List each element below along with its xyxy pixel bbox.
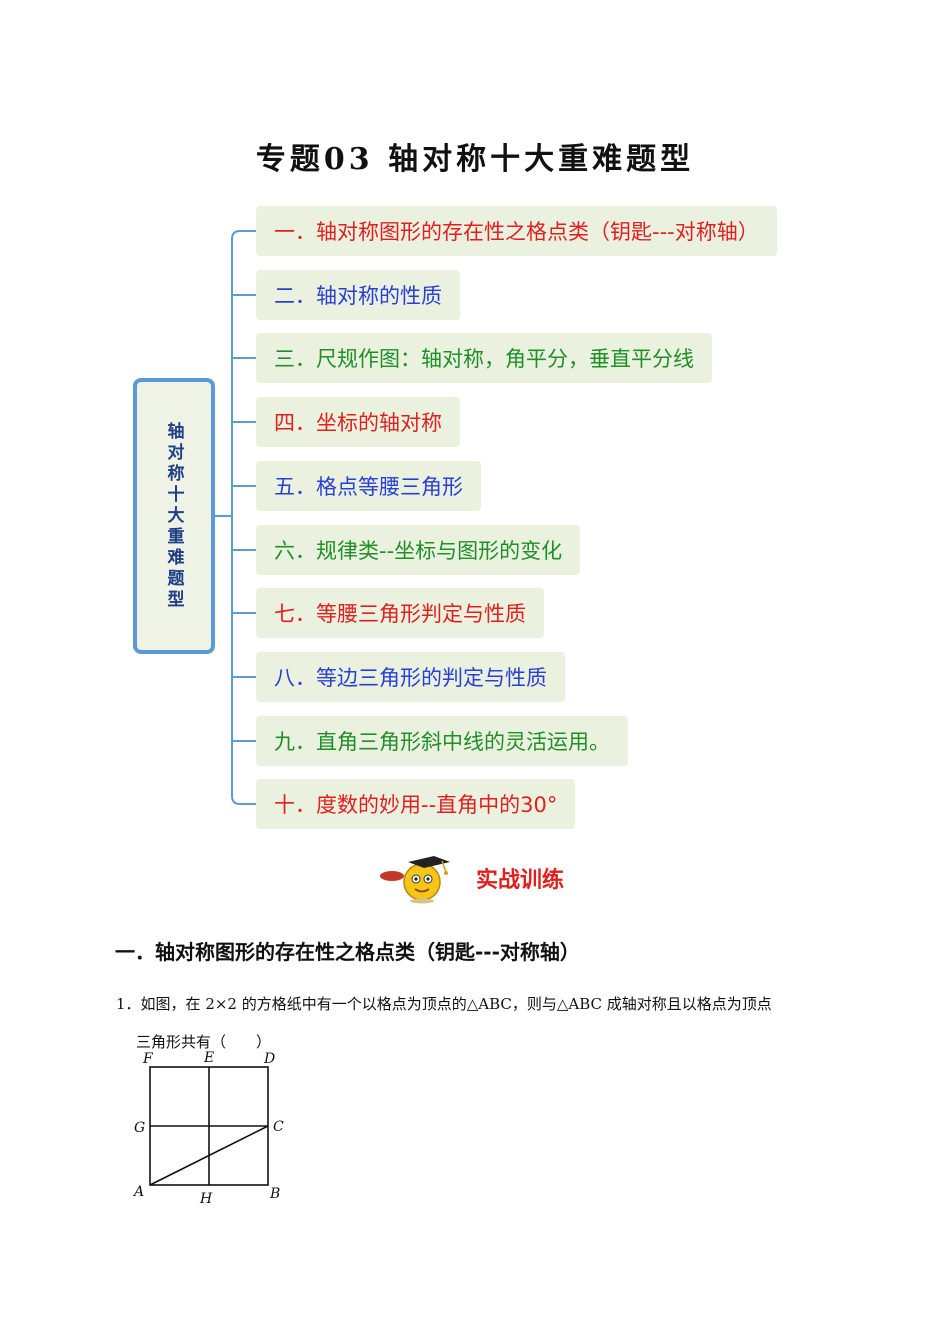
point-label-g: G (134, 1120, 145, 1136)
mindmap-node-label: 七．等腰三角形判定与性质 (274, 602, 526, 626)
mindmap-node-label: 二．轴对称的性质 (274, 284, 442, 308)
mindmap-node-label: 十．度数的妙用--直角中的30° (274, 793, 558, 817)
mindmap-node-1: 一．轴对称图形的存在性之格点类（钥匙---对称轴） (256, 206, 777, 256)
mindmap-root: 轴对称十大重难题型 (133, 378, 215, 654)
mindmap-node-label: 八．等边三角形的判定与性质 (274, 666, 547, 690)
training-banner: 实战训练 (378, 852, 564, 904)
mindmap-node-label: 三．尺规作图：轴对称，角平分，垂直平分线 (274, 347, 694, 371)
mindmap-node-label: 四．坐标的轴对称 (274, 411, 442, 435)
question-line-1: 1．如图，在 2×2 的方格纸中有一个以格点为顶点的△ABC，则与△ABC 成轴… (116, 985, 856, 1023)
question-number: 1． (116, 995, 141, 1013)
point-label-e: E (203, 1050, 214, 1066)
page-title: 专题03 轴对称十大重难题型 (255, 142, 695, 177)
question-stem: 如图，在 2×2 的方格纸中有一个以格点为顶点的△ABC，则与△ABC 成轴对称… (140, 995, 772, 1013)
mindmap-node-label: 六．规律类--坐标与图形的变化 (274, 539, 563, 563)
point-label-c: C (273, 1119, 284, 1135)
mindmap-node-3: 三．尺规作图：轴对称，角平分，垂直平分线 (256, 333, 712, 383)
mindmap-node-6: 六．规律类--坐标与图形的变化 (256, 525, 581, 575)
connector-branch (231, 230, 256, 240)
training-label: 实战训练 (476, 868, 565, 893)
point-label-d: D (263, 1051, 275, 1067)
segment-ac (149, 1125, 269, 1186)
mindmap-node-5: 五．格点等腰三角形 (256, 461, 481, 511)
mindmap-node-4: 四．坐标的轴对称 (256, 397, 460, 447)
question-1: 1．如图，在 2×2 的方格纸中有一个以格点为顶点的△ABC，则与△ABC 成轴… (116, 985, 856, 1061)
point-label-b: B (269, 1186, 280, 1202)
mindmap-node-10: 十．度数的妙用--直角中的30° (256, 779, 576, 829)
mindmap-connectors (215, 230, 256, 805)
grid-figure: F E D G C A H B (132, 1050, 284, 1207)
mindmap-node-7: 七．等腰三角形判定与性质 (256, 588, 544, 638)
mindmap-node-8: 八．等边三角形的判定与性质 (256, 652, 565, 702)
point-label-h: H (199, 1191, 213, 1207)
point-label-f: F (142, 1051, 154, 1067)
mindmap-root-label: 轴对称十大重难题型 (163, 421, 184, 611)
point-label-a: A (132, 1184, 144, 1200)
scholar-mascot-icon (380, 856, 450, 904)
mindmap-node-2: 二．轴对称的性质 (256, 270, 460, 320)
mindmap-node-label: 一．轴对称图形的存在性之格点类（钥匙---对称轴） (274, 220, 759, 244)
connector-branch (231, 795, 256, 805)
mindmap-node-9: 九．直角三角形斜中线的灵活运用。 (256, 716, 628, 766)
section-heading: 一．轴对称图形的存在性之格点类（钥匙---对称轴） (115, 940, 580, 964)
question-line-2: 三角形共有（ ） (136, 1033, 272, 1051)
mindmap-node-label: 九．直角三角形斜中线的灵活运用。 (274, 730, 610, 754)
mindmap-node-label: 五．格点等腰三角形 (274, 475, 463, 499)
